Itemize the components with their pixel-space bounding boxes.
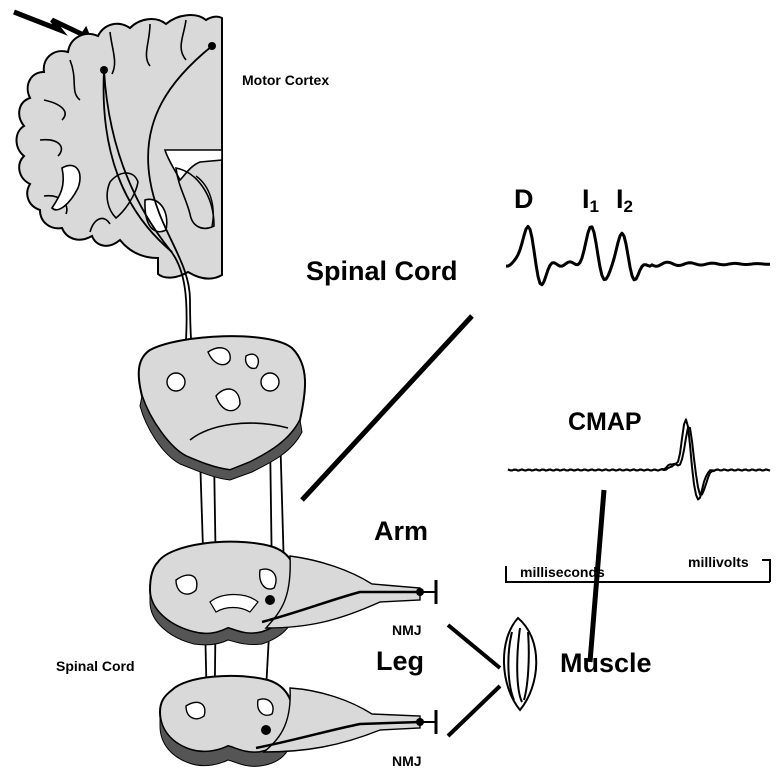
muscle-icon: [504, 618, 536, 710]
cmap-label: CMAP: [568, 408, 642, 437]
cortical-neuron-1: [100, 66, 108, 74]
brain-hemisphere: [17, 15, 223, 279]
millivolts-scale-label: millivolts: [688, 554, 749, 570]
arm-label: Arm: [374, 516, 428, 547]
spinal-cord-label: Spinal Cord: [56, 658, 135, 674]
i1-wave-label: I1: [582, 184, 599, 217]
cmap-waveform-overlay: [508, 427, 770, 494]
cortical-neuron-2: [208, 42, 216, 50]
muscle-label: Muscle: [560, 648, 652, 679]
nmj-arm-label: NMJ: [392, 622, 422, 638]
spinal-cord-recording-label: Spinal Cord: [306, 256, 458, 287]
connector-lines: [302, 316, 604, 736]
nmj-leg-label: NMJ: [392, 753, 422, 769]
d-wave-label: D: [514, 184, 534, 215]
spinal-cord-waveform: [506, 226, 770, 284]
motor-cortex-label: Motor Cortex: [242, 72, 329, 88]
i2-wave-label: I2: [616, 184, 633, 217]
leg-label: Leg: [376, 646, 424, 677]
milliseconds-scale-label: milliseconds: [520, 564, 605, 580]
